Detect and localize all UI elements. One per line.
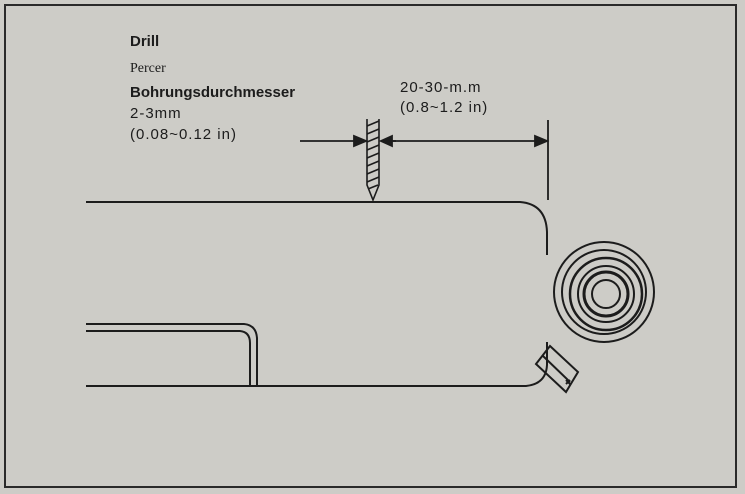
inner-groove [86, 323, 258, 386]
adjustment-knob [553, 241, 655, 343]
label-diameter-mm: 2-3mm [130, 105, 182, 122]
label-distance-mm: 20-30-m.m [400, 79, 482, 96]
screw-part [534, 344, 580, 394]
diameter-arrow [300, 134, 396, 148]
label-drill: Drill [130, 33, 160, 50]
label-diameter-in: (0.08~0.12 in) [130, 126, 237, 143]
distance-dimension [386, 120, 550, 200]
diagram-border [4, 4, 737, 488]
label-percer: Percer [130, 61, 166, 76]
label-distance-in: (0.8~1.2 in) [400, 99, 489, 116]
drill-bit [366, 119, 380, 203]
label-bohrung: Bohrungsdurchmesser [130, 84, 296, 101]
body-outline [86, 201, 548, 387]
